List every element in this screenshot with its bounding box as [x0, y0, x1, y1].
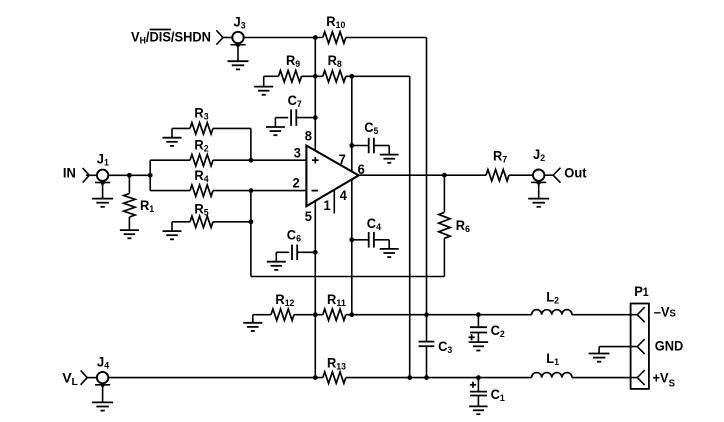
svg-text:3: 3	[294, 144, 301, 160]
svg-text:1: 1	[324, 197, 331, 213]
svg-text:C7: C7	[288, 92, 302, 110]
svg-text:5: 5	[305, 208, 312, 224]
svg-text:R8: R8	[328, 52, 342, 70]
svg-text:7: 7	[339, 151, 346, 167]
svg-text:8: 8	[305, 128, 312, 144]
svg-text:R6: R6	[456, 217, 470, 235]
svg-text:+VS: +VS	[653, 370, 676, 390]
svg-text:P1: P1	[634, 283, 649, 299]
svg-text:C1: C1	[491, 386, 506, 404]
svg-text:GND: GND	[655, 337, 684, 353]
svg-text:R5: R5	[194, 201, 209, 219]
svg-text:–VS: –VS	[654, 304, 676, 320]
svg-text:C6: C6	[287, 227, 301, 245]
svg-text:J4: J4	[97, 354, 110, 372]
svg-text:IN: IN	[63, 165, 76, 181]
svg-text:J2: J2	[533, 146, 545, 164]
svg-text:R11: R11	[327, 291, 347, 309]
svg-text:R7: R7	[493, 148, 507, 166]
svg-text:R2: R2	[194, 137, 208, 155]
svg-text:2: 2	[293, 175, 300, 191]
svg-text:6: 6	[358, 161, 365, 177]
svg-text:L1: L1	[546, 350, 559, 368]
svg-text:R1: R1	[140, 197, 155, 215]
svg-text:4: 4	[340, 187, 347, 203]
svg-text:C5: C5	[364, 119, 379, 137]
svg-text:R12: R12	[275, 291, 294, 309]
svg-text:L2: L2	[546, 289, 559, 307]
svg-text:J1: J1	[97, 151, 110, 169]
svg-text:C2: C2	[491, 322, 505, 340]
svg-text:R13: R13	[327, 355, 346, 373]
svg-text:R10: R10	[326, 13, 345, 31]
svg-text:R3: R3	[194, 105, 208, 123]
svg-text:R9: R9	[286, 52, 300, 70]
svg-text:R4: R4	[194, 167, 209, 185]
svg-text:C4: C4	[367, 215, 382, 233]
svg-text:C3: C3	[438, 338, 452, 356]
svg-text:Out: Out	[564, 165, 587, 181]
svg-text:VH/DIS/SHDN: VH/DIS/SHDN	[131, 28, 211, 46]
svg-text:J3: J3	[234, 13, 246, 31]
